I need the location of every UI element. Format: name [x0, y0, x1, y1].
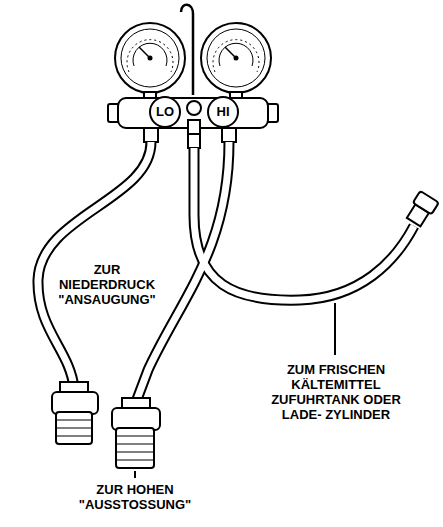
leader-line [134, 471, 136, 478]
hose-label: ZUM FRISCHEN KÄLTEMITTEL ZUFUHRTANK ODER… [266, 362, 406, 422]
hose-label: ZUR HOHEN "AUSSTOSSUNG" [73, 482, 197, 512]
knob-label: LO [151, 104, 179, 120]
knob-label: HI [209, 104, 237, 120]
hose-label: ZUR NIEDERDRUCK "ANSAUGUNG" [52, 262, 162, 307]
leader-line [334, 303, 336, 355]
